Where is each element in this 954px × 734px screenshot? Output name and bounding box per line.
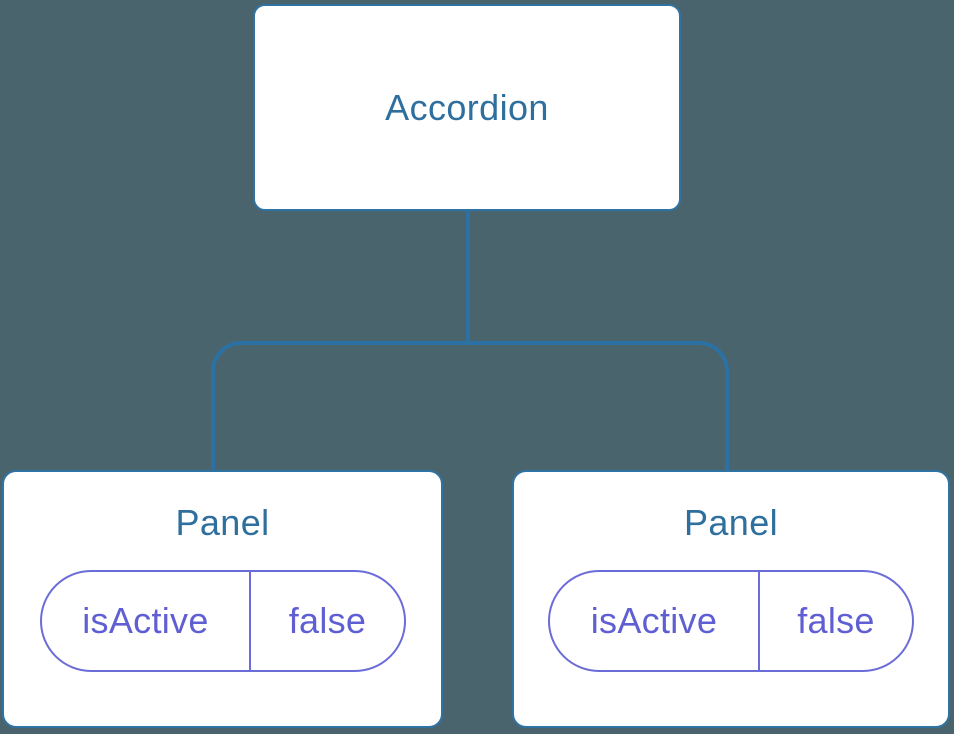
panel-node-left: Panel isActive false (2, 470, 443, 728)
state-value-left: false (288, 600, 367, 641)
accordion-node-label: Accordion (385, 86, 549, 128)
state-key-right: isActive (550, 572, 760, 670)
state-pill-left: isActive false (39, 570, 406, 672)
tree-branch-connector (211, 341, 729, 470)
accordion-node: Accordion (253, 4, 681, 211)
panel-left-label: Panel (175, 502, 270, 543)
state-key-left: isActive (42, 572, 252, 670)
state-value-right: false (797, 600, 875, 641)
panel-right-label: Panel (683, 502, 779, 543)
tree-stem-connector (466, 209, 470, 343)
panel-node-right: Panel isActive false (512, 470, 950, 728)
state-pill-right: isActive false (548, 570, 914, 672)
